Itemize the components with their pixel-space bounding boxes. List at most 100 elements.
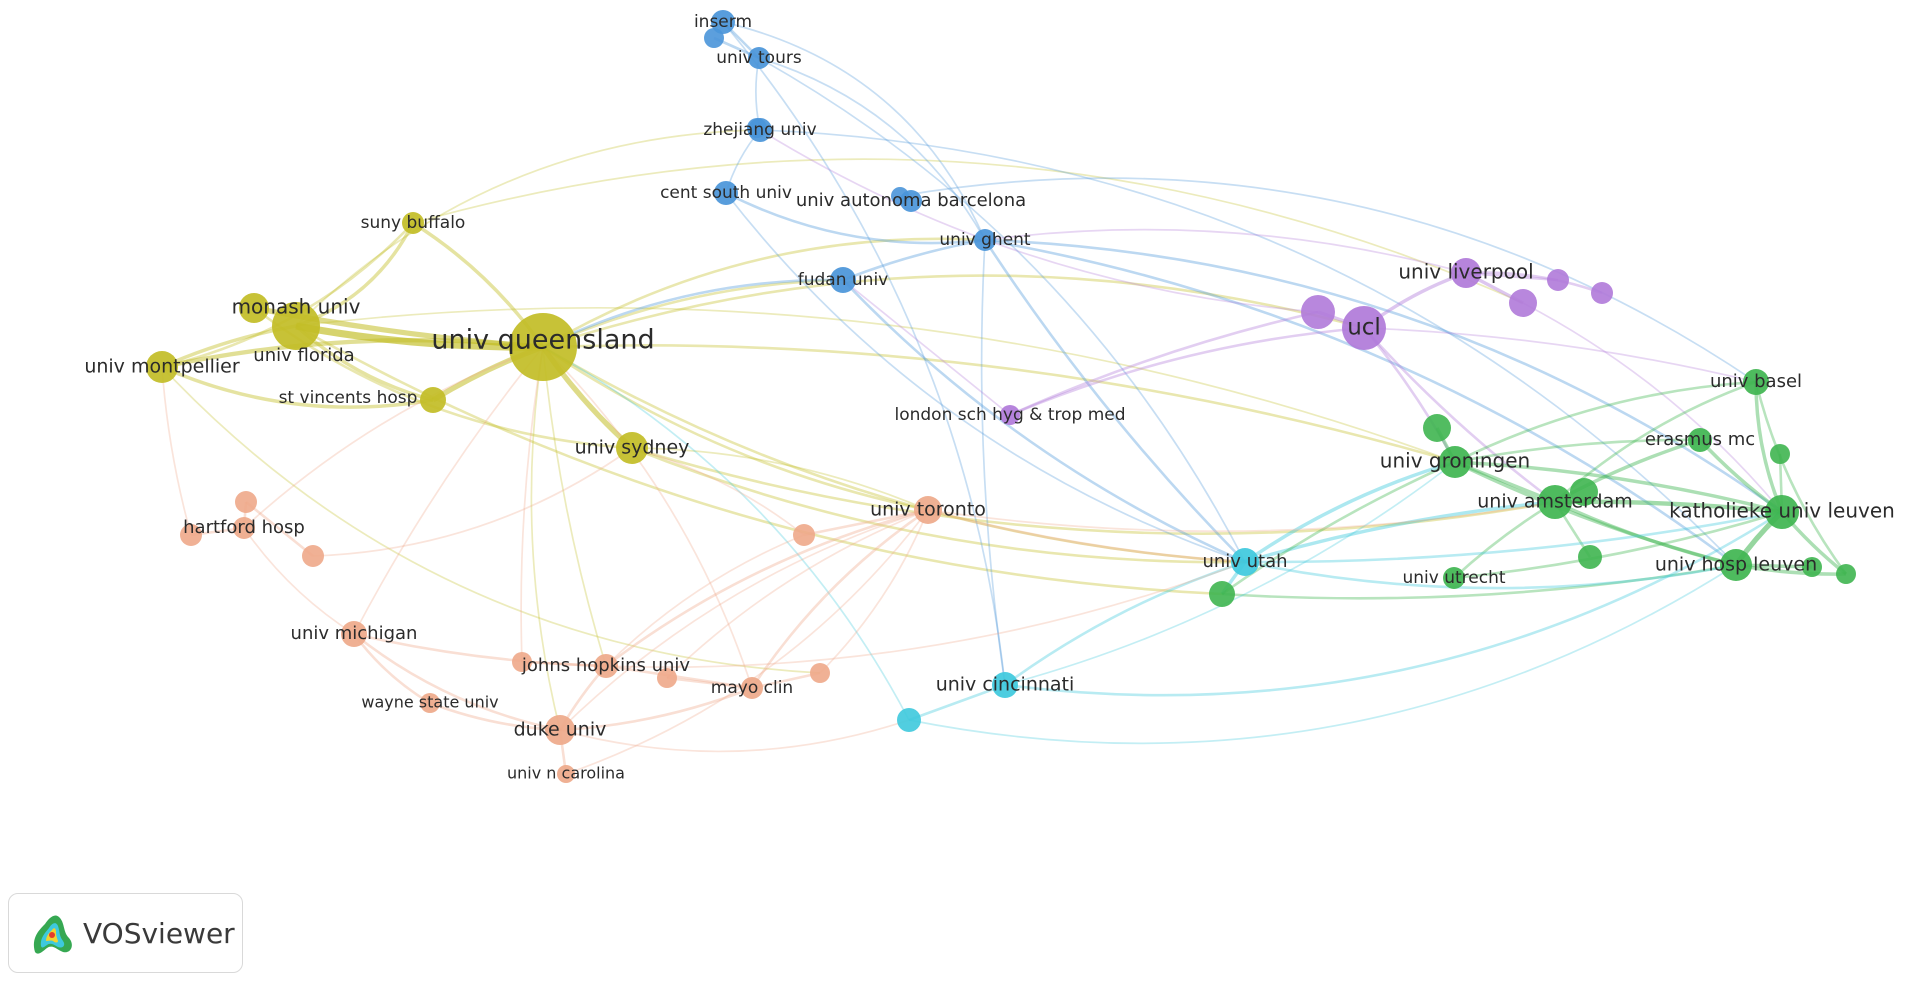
node-univ-autonoma-barcelona[interactable] [900,190,922,212]
node-x-cyan-1[interactable] [897,708,921,732]
label-univ-ghent: univ ghent [939,230,1031,250]
node-x-purple-4[interactable] [1591,282,1613,304]
node-univ-ghent[interactable] [974,229,996,251]
label-univ-hosp-leuven: univ hosp leuven [1655,554,1817,576]
node-inserm[interactable] [711,10,735,34]
node-x-salmon-1[interactable] [180,524,202,546]
label-univ-tours: univ tours [716,48,802,68]
node-x-purple-3[interactable] [1547,269,1569,291]
node-hartford-hosp[interactable] [233,517,255,539]
link-univ-michigan-to-johns-hopkins-univ [353,632,607,668]
node-x-salmon-2[interactable] [235,491,257,513]
node-univ-montpellier[interactable] [146,351,178,383]
node-layer [146,10,1856,783]
link-suny-buffalo-to-x-purple-2 [412,158,1524,304]
node-mayo-clin[interactable] [741,677,763,699]
link-ucl-to-london-sch-hyg-trop-med [1009,326,1365,417]
link-univ-utah-to-univ-cincinnati [1004,560,1246,687]
node-erasmus-mc[interactable] [1688,428,1712,452]
node-katholieke-univ-leuven[interactable] [1765,495,1799,529]
link-ucl-to-univ-basel [1363,327,1757,383]
node-x-salmon-6[interactable] [512,652,532,672]
link-ucl-to-univ-amsterdam [1363,327,1556,504]
node-univ-amsterdam[interactable] [1538,485,1572,519]
link-zhejiang-univ-to-univ-hosp-leuven [759,129,1737,566]
link-mayo-clin-to-univ-queensland [542,346,753,689]
vosviewer-badge: VOSviewer [8,893,243,973]
label-monash-univ: monash univ [232,295,361,319]
node-univ-n-carolina[interactable] [557,765,575,783]
node-univ-toronto[interactable] [914,496,942,524]
link-univ-tours-to-univ-utah [758,57,1246,563]
link-duke-univ-to-x-cyan-1 [559,719,910,753]
link-univ-groningen-to-univ-basel [1454,380,1757,464]
link-univ-amsterdam-to-univ-hosp-leuven [1554,500,1737,567]
node-univ-liverpool[interactable] [1451,258,1481,288]
link-univ-liverpool-to-x-purple-4 [1465,271,1603,295]
link-johns-hopkins-univ-to-univ-utah [605,561,1246,668]
label-mayo-clin: mayo clin [711,678,793,698]
label-cent-south-univ: cent south univ [660,183,792,203]
node-x-salmon-4[interactable] [793,524,815,546]
node-x-purple-2[interactable] [1509,289,1537,317]
node-duke-univ[interactable] [545,715,575,745]
link-hartford-hosp-to-univ-queensland [243,346,544,529]
link-x-purple-2-to-katholieke-univ-leuven [1522,302,1783,513]
node-univ-sydney[interactable] [616,432,648,464]
label-hartford-hosp: hartford hosp [183,517,305,538]
node-univ-michigan[interactable] [341,621,367,647]
label-inserm: inserm [694,12,752,32]
node-univ-groningen[interactable] [1439,446,1471,478]
node-x-green-6[interactable] [1836,564,1856,584]
node-x-green-5[interactable] [1802,557,1822,577]
link-univ-ghent-to-univ-hosp-leuven [984,238,1737,567]
node-x-salmon-7[interactable] [657,668,677,688]
node-univ-florida[interactable] [239,293,269,323]
link-x-blue-3-to-univ-basel [899,177,1757,383]
node-univ-queensland[interactable] [509,313,577,381]
node-univ-utrecht[interactable] [1443,567,1465,589]
node-x-green-7[interactable] [1209,581,1235,607]
node-univ-utah[interactable] [1231,548,1259,576]
link-univ-ghent-to-univ-utah [983,239,1246,563]
node-cent-south-univ[interactable] [714,181,738,205]
node-ucl[interactable] [1342,306,1386,350]
link-univ-ghent-to-univ-cincinnati [980,239,1006,686]
node-london-sch-hyg-trop-med[interactable] [1000,405,1020,425]
node-johns-hopkins-univ[interactable] [594,654,618,678]
link-univ-queensland-to-fudan-univ [542,278,844,349]
link-univ-toronto-to-x-salmon-4 [803,508,929,537]
link-inserm-to-univ-ghent [722,21,986,241]
node-wayne-state-univ[interactable] [420,693,440,713]
node-univ-hosp-leuven[interactable] [1720,549,1752,581]
link-ucl-to-univ-groningen [1363,327,1457,463]
link-univ-toronto-to-johns-hopkins-univ [605,508,929,668]
node-x-green-4[interactable] [1578,545,1602,569]
label-univ-n-carolina: univ n carolina [507,764,625,783]
link-duke-univ-to-mayo-clin [559,686,753,732]
node-univ-basel[interactable] [1743,369,1769,395]
node-x-green-3[interactable] [1770,444,1790,464]
node-st-vincents-hosp[interactable] [420,387,446,413]
link-univ-queensland-to-univ-ghent [542,237,986,349]
node-univ-cincinnati[interactable] [992,672,1018,698]
link-univ-utah-to-univ-hosp-leuven [1244,560,1737,590]
node-monash-univ[interactable] [272,302,320,350]
node-x-salmon-5[interactable] [810,663,830,683]
link-univ-sydney-to-univ-utah [631,446,1246,564]
node-x-salmon-3[interactable] [302,545,324,567]
label-univ-groningen: univ groningen [1380,449,1530,473]
link-hartford-hosp-to-univ-michigan [243,527,355,635]
node-fudan-univ[interactable] [830,267,856,293]
link-univ-toronto-to-duke-univ [559,509,929,731]
link-cent-south-univ-to-univ-ghent [725,191,986,245]
label-suny-buffalo: suny buffalo [361,213,466,233]
node-x-green-2[interactable] [1570,478,1598,506]
link-monash-univ-to-zhejiang-univ [295,129,761,327]
node-x-purple-1[interactable] [1301,295,1335,329]
node-x-green-1[interactable] [1423,414,1451,442]
node-zhejiang-univ[interactable] [748,118,772,142]
node-univ-tours[interactable] [748,47,770,69]
node-suny-buffalo[interactable] [402,212,424,234]
